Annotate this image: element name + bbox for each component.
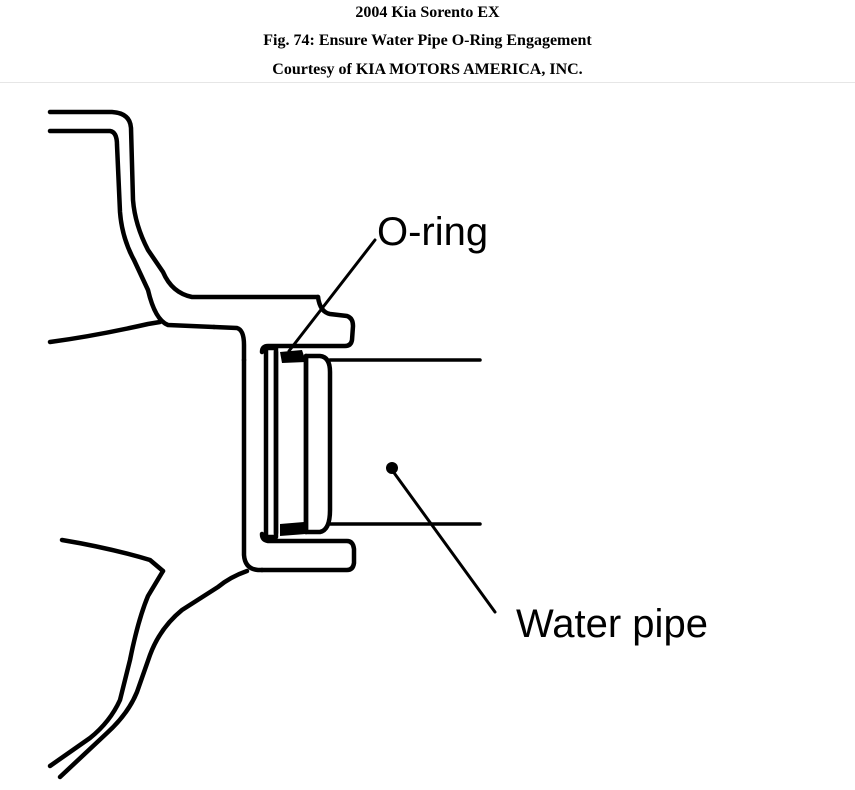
figure-header: 2004 Kia Sorento EX Fig. 74: Ensure Wate… (0, 0, 855, 83)
water-pipe-leader-dot (386, 462, 398, 474)
housing-lower-flange (259, 531, 357, 573)
courtesy-line: Courtesy of KIA MOTORS AMERICA, INC. (272, 61, 583, 78)
housing-lower-inner-wall (47, 568, 166, 769)
pipe-front-bead (303, 353, 333, 535)
housing-upper-inner-wall (47, 128, 217, 330)
housing-bore-back-face (241, 357, 265, 573)
o-ring-label: O-ring (377, 210, 488, 254)
vehicle-title: 2004 Kia Sorento EX (355, 4, 500, 21)
water-pipe-leader-line (390, 468, 497, 614)
figure-caption: Fig. 74: Ensure Water Pipe O-Ring Engage… (263, 32, 592, 49)
housing-upper-flange (259, 294, 356, 355)
housing-lower-outer-wall (57, 568, 250, 780)
housing-upper-outer-wall (47, 109, 321, 300)
o-ring-upper-section (280, 350, 306, 363)
housing-bore-upper-edge (211, 324, 247, 363)
water-pipe-oring-diagram: O-ring Water pipe (47, 109, 708, 780)
body-upper-stub-line (47, 319, 163, 345)
diagram-area: O-ring Water pipe (0, 82, 855, 790)
pipe-end-flange (263, 345, 279, 540)
o-ring-leader-line (287, 238, 377, 353)
o-ring-lower-section (280, 522, 306, 536)
water-pipe-label: Water pipe (516, 602, 708, 646)
body-lower-stub-line (59, 537, 166, 574)
